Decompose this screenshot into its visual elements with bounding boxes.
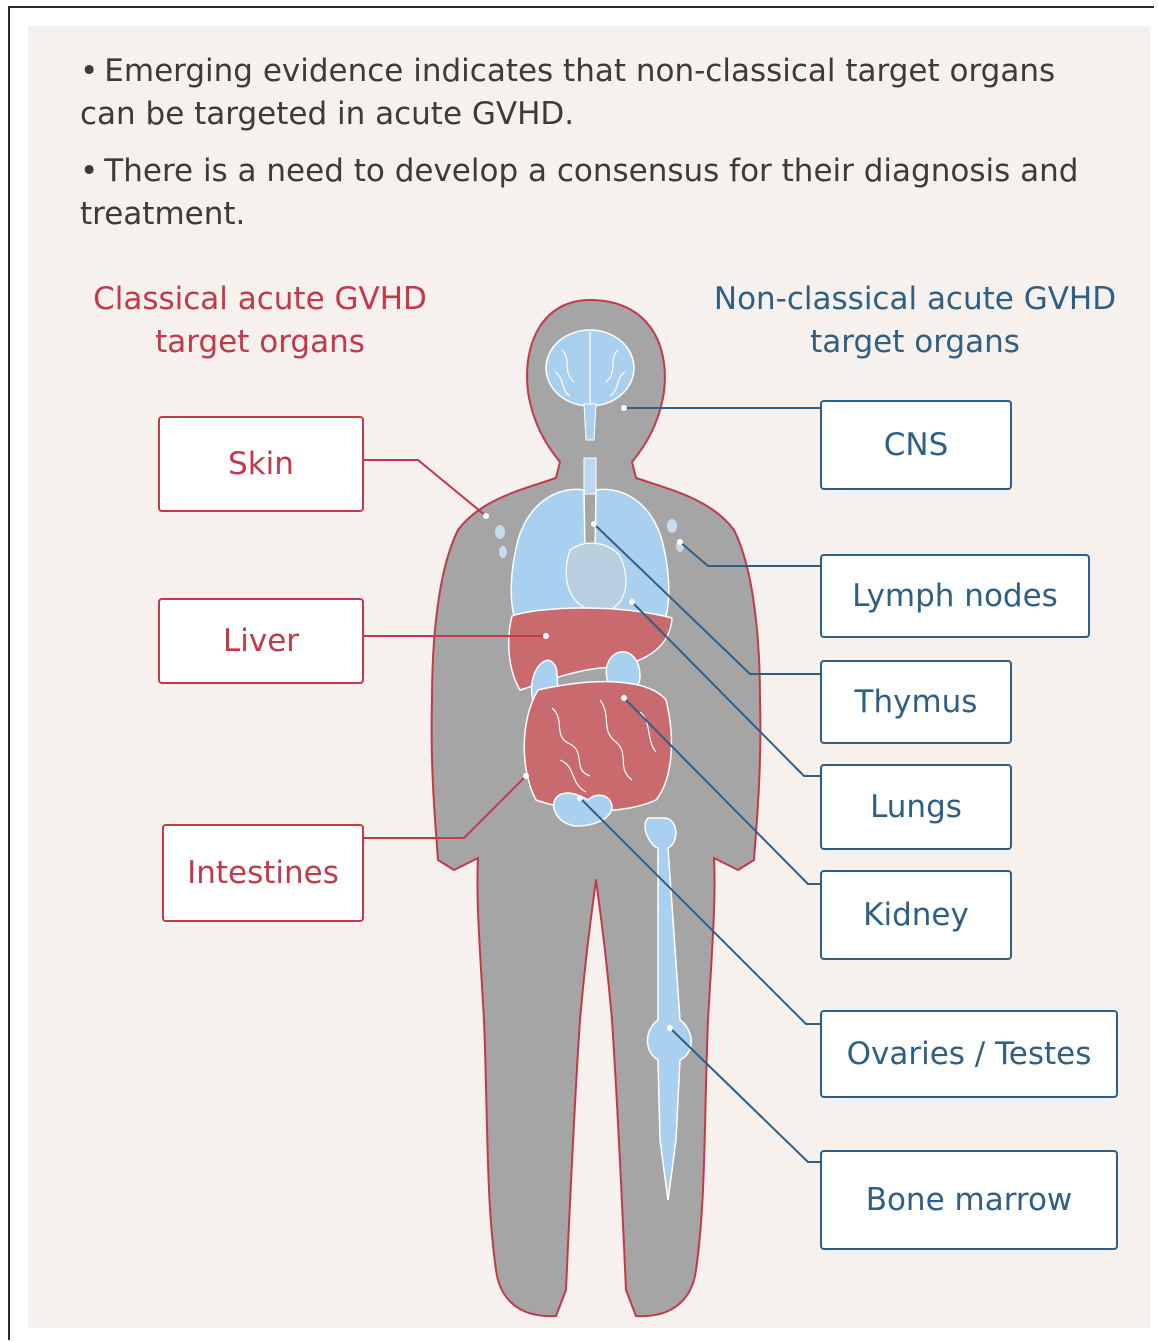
- liver-box: Liver: [158, 598, 364, 684]
- liver-label: Liver: [223, 623, 299, 659]
- thymus-box: Thymus: [820, 660, 1012, 744]
- lymph-node-left-2: [499, 546, 507, 558]
- skin-box: Skin: [158, 416, 364, 512]
- connector-skin: [364, 460, 486, 516]
- lungs-label: Lungs: [870, 789, 962, 825]
- lymph-nodes-label: Lymph nodes: [852, 578, 1058, 614]
- lymph-node-left: [495, 525, 505, 539]
- ovaries-testes-label: Ovaries / Testes: [847, 1036, 1092, 1072]
- kidney-label: Kidney: [863, 897, 969, 933]
- lungs-box: Lungs: [820, 764, 1012, 850]
- lymph-node-right: [667, 519, 677, 533]
- intestines-label: Intestines: [187, 855, 339, 891]
- bone-marrow-label: Bone marrow: [866, 1182, 1073, 1218]
- cns-label: CNS: [884, 427, 949, 463]
- trachea: [584, 458, 596, 494]
- bone-marrow-box: Bone marrow: [820, 1150, 1118, 1250]
- ovaries-testes-box: Ovaries / Testes: [820, 1010, 1118, 1098]
- brainstem: [584, 404, 596, 440]
- kidney-box: Kidney: [820, 870, 1012, 960]
- cns-box: CNS: [820, 400, 1012, 490]
- lymph-nodes-box: Lymph nodes: [820, 554, 1090, 638]
- thymus-label: Thymus: [855, 684, 978, 720]
- intestines-organ: [524, 682, 671, 811]
- skin-label: Skin: [228, 446, 294, 482]
- intestines-box: Intestines: [162, 824, 364, 922]
